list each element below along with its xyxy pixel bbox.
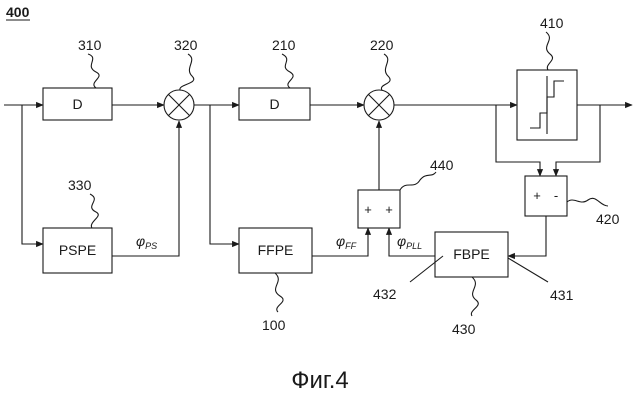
phi-ff-label: φFF bbox=[336, 233, 357, 251]
subtractor-block: + - bbox=[525, 176, 567, 216]
delay-block-2: D bbox=[239, 88, 310, 120]
pspe-block-label: PSPE bbox=[59, 242, 96, 258]
ref-320: 320 bbox=[174, 37, 198, 53]
ref-431: 431 bbox=[550, 287, 574, 303]
adder-sign-left: + bbox=[364, 202, 372, 217]
slicer-block bbox=[517, 70, 577, 140]
phi-ps-label: φPS bbox=[136, 233, 157, 251]
ref-210: 210 bbox=[272, 37, 296, 53]
subtractor-sign-plus: + bbox=[533, 188, 541, 203]
adder-sign-right: + bbox=[385, 202, 393, 217]
delay-block-2-label: D bbox=[269, 96, 279, 112]
ffpe-block: FFPE bbox=[239, 228, 312, 273]
mixer-1 bbox=[164, 90, 194, 120]
adder-block: + + bbox=[358, 190, 400, 228]
ref-420: 420 bbox=[596, 211, 620, 227]
ffpe-block-label: FFPE bbox=[258, 242, 294, 258]
fbpe-block-label: FBPE bbox=[453, 246, 490, 262]
phi-pll-label: φPLL bbox=[397, 233, 422, 251]
figure-number: 400 bbox=[6, 4, 30, 20]
ref-100: 100 bbox=[262, 317, 286, 333]
fbpe-block: FBPE bbox=[435, 232, 508, 277]
delay-block-1: D bbox=[43, 88, 112, 120]
ref-220: 220 bbox=[370, 37, 394, 53]
ref-330: 330 bbox=[68, 177, 92, 193]
ref-432: 432 bbox=[373, 286, 397, 302]
figure-caption: Фиг.4 bbox=[291, 367, 349, 394]
subtractor-sign-minus: - bbox=[554, 188, 558, 203]
ref-430: 430 bbox=[452, 321, 476, 337]
ref-310: 310 bbox=[78, 37, 102, 53]
pspe-block: PSPE bbox=[43, 228, 112, 273]
ref-440: 440 bbox=[430, 157, 454, 173]
delay-block-1-label: D bbox=[72, 96, 82, 112]
mixer-2 bbox=[364, 90, 394, 120]
ref-410: 410 bbox=[540, 15, 564, 31]
